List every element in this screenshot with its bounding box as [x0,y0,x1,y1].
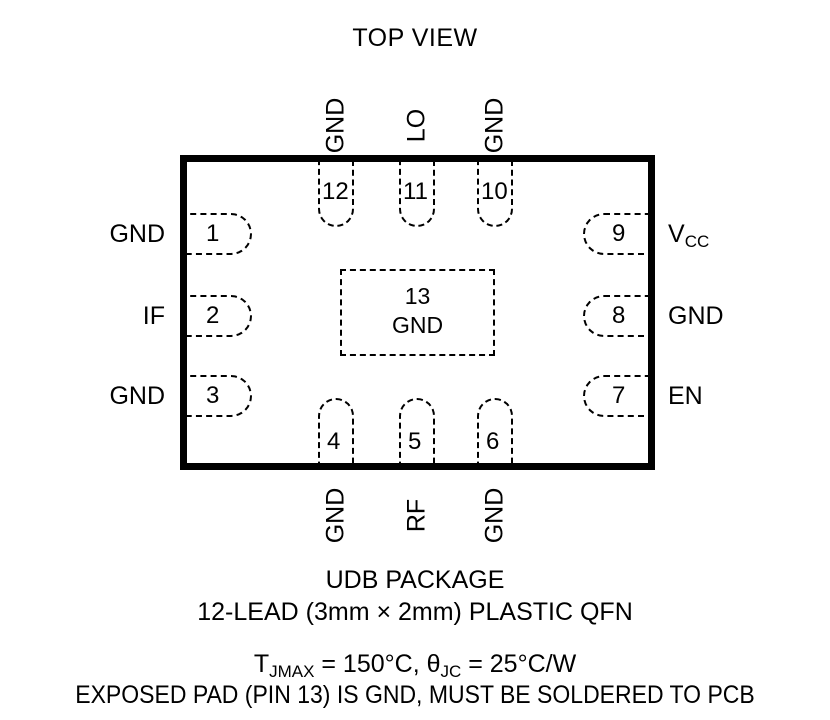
thermal-tjmax-value: = 150°C, [314,650,427,678]
caption-lead-description: 12-LEAD (3mm × 2mm) PLASTIC QFN [197,598,633,626]
pad-pin-5 [399,398,435,470]
pad-pin-3 [180,375,252,417]
pad-number-1: 1 [206,220,220,247]
pad-number-4: 4 [327,428,341,455]
pad-pin-10 [477,155,513,227]
exposed-pad-label: 13 GND [340,282,495,340]
pad-number-6: 6 [486,428,500,455]
pad-number-11: 11 [403,178,428,205]
pad-pin-9 [583,213,655,255]
pad-pin-11 [399,155,435,227]
caption-thermal-specs: TJMAX = 150°C, θJC = 25°C/W [0,650,830,681]
pad-number-2: 2 [206,302,220,329]
pad-number-8: 8 [612,302,626,329]
signal-label-pin-2: IF [142,302,165,330]
signal-label-pin-6: GND [480,487,509,544]
pad-pin-12 [318,155,354,227]
pad-number-5: 5 [408,428,422,455]
pad-pin-1 [180,213,252,255]
exposed-pad-outline [340,269,495,356]
thermal-tjmax-symbol: T [253,650,270,678]
exposed-pad-number: 13 [404,283,431,309]
signal-label-pin-8: GND [668,302,724,330]
signal-label-pin-5: RF [402,498,431,533]
signal-label-pin-4: GND [321,487,350,544]
signal-label-pin-9: VCC [668,220,818,250]
exposed-pad-signal: GND [391,312,444,338]
thermal-theta-symbol: θ [426,650,441,678]
pad-number-3: 3 [206,382,220,409]
thermal-tjmax-subscript: JMAX [269,661,315,681]
pad-number-12: 12 [322,178,349,205]
pad-number-7: 7 [612,382,626,409]
pad-number-9: 9 [612,220,626,247]
pad-pin-8 [583,295,655,337]
pad-pin-2 [180,295,252,337]
pad-pin-7 [583,375,655,417]
signal-label-pin-9-text: V [668,220,685,248]
signal-label-pin-3: GND [109,382,165,410]
caption-package-name: UDB PACKAGE [325,566,505,594]
thermal-theta-value: = 25°C/W [461,650,577,678]
pad-pin-4 [318,398,354,470]
signal-label-pin-9-subscript: CC [684,231,710,251]
caption-exposed-pad-note: EXPOSED PAD (PIN 13) IS GND, MUST BE SOL… [75,681,755,709]
pad-number-10: 10 [481,178,508,205]
thermal-theta-subscript: JC [440,661,462,681]
signal-label-pin-1: GND [109,220,165,248]
page-title: TOP VIEW [352,24,478,52]
signal-label-pin-7: EN [668,382,703,410]
pad-pin-6 [477,398,513,470]
